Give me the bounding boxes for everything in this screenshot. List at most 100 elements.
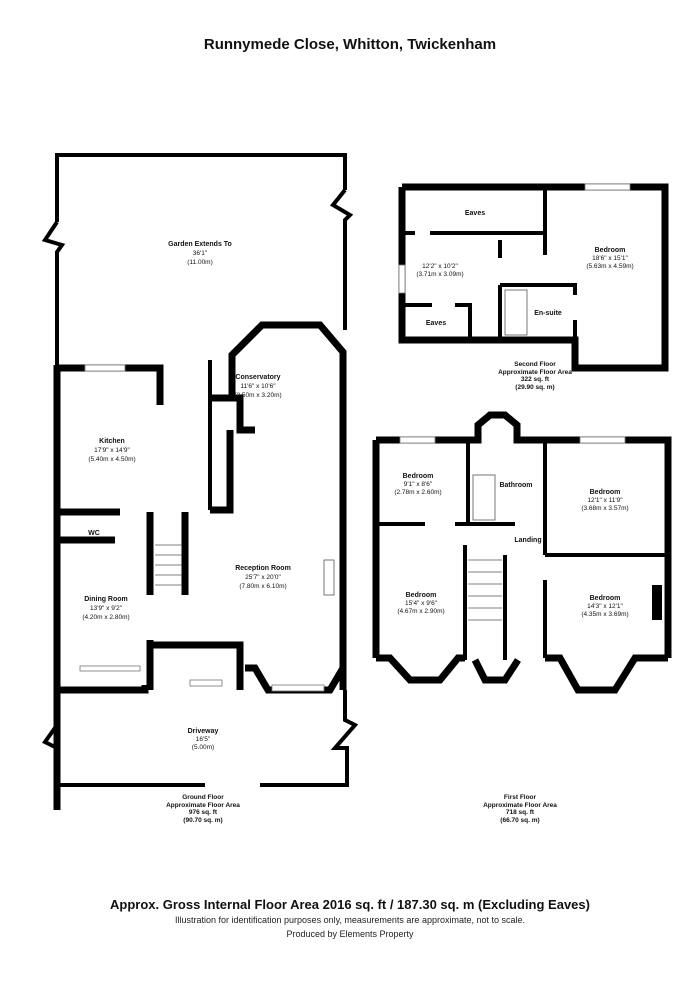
svg-text:718 sq. ft: 718 sq. ft (506, 809, 535, 816)
svg-text:(4.67m x 2.90m): (4.67m x 2.90m) (397, 608, 444, 615)
svg-text:Reception Room: Reception Room (235, 565, 291, 572)
window (189, 679, 223, 687)
svg-text:(3.50m x 3.20m): (3.50m x 3.20m) (234, 392, 281, 399)
reception-room-label: Reception Room 25'7" x 20'0" (7.80m x 6.… (235, 565, 291, 590)
garden-zigzag (329, 188, 354, 330)
driveway-boundary (55, 690, 205, 787)
svg-text:12'2" x 10'2": 12'2" x 10'2" (422, 263, 458, 270)
bay-window (376, 654, 465, 684)
wall (57, 685, 149, 694)
svg-text:Dining Room: Dining Room (84, 596, 128, 603)
staircase (155, 544, 182, 586)
window (79, 665, 141, 672)
porch-wall (150, 641, 244, 690)
window (84, 364, 126, 372)
eaves-label: Eaves (465, 210, 485, 217)
first-floor-plan (372, 411, 672, 694)
svg-text:15'4" x 9'6": 15'4" x 9'6" (405, 600, 438, 607)
bay-window (245, 664, 347, 694)
bay-window (471, 658, 521, 684)
bath (472, 474, 496, 521)
svg-text:(3.68m x 3.57m): (3.68m x 3.57m) (581, 505, 628, 512)
first-floor-caption: First Floor Approximate Floor Area 718 s… (483, 794, 557, 824)
svg-text:(3.71m x 3.09m): (3.71m x 3.09m) (416, 271, 463, 278)
wall (210, 394, 255, 434)
garden-boundary (55, 153, 347, 222)
window (584, 183, 631, 191)
svg-text:(66.70 sq. m): (66.70 sq. m) (500, 817, 539, 824)
second-floor-caption: Second Floor Approximate Floor Area 322 … (498, 361, 572, 391)
bedroom-label: Bedroom 9'1" x 8'6" (2.78m x 2.60m) (394, 473, 441, 496)
bedroom-label: Bedroom 12'1" x 11'9" (3.68m x 3.57m) (581, 489, 628, 512)
second-floor-plan (398, 183, 669, 372)
eaves-label: Eaves (426, 320, 446, 327)
svg-text:9'1" x 8'6": 9'1" x 8'6" (404, 481, 433, 488)
window (579, 436, 626, 444)
dining-room-label: Dining Room 13'9" x 9'2" (4.20m x 2.80m) (82, 596, 129, 621)
svg-text:Bedroom: Bedroom (595, 247, 626, 254)
svg-text:(11.00m): (11.00m) (187, 259, 213, 266)
svg-text:36'1": 36'1" (193, 250, 208, 257)
bath (504, 289, 528, 336)
svg-text:Kitchen: Kitchen (99, 438, 125, 445)
svg-text:Approximate Floor Area: Approximate Floor Area (483, 802, 557, 809)
staircase (468, 559, 502, 621)
bay-window (545, 654, 668, 694)
svg-text:976 sq. ft: 976 sq. ft (189, 809, 218, 816)
total-floor-area: Approx. Gross Internal Floor Area 2016 s… (110, 897, 590, 912)
wall (57, 364, 164, 405)
svg-text:(5.63m x 4.59m): (5.63m x 4.59m) (586, 263, 633, 270)
svg-text:(4.35m x 3.69m): (4.35m x 3.69m) (581, 611, 628, 618)
ground-floor-plan (41, 153, 359, 810)
bedroom-label: Bedroom 14'3" x 12'1" (4.35m x 3.69m) (581, 595, 628, 618)
wall (430, 187, 547, 235)
svg-text:13'9" x 9'2": 13'9" x 9'2" (90, 605, 123, 612)
svg-text:17'9" x 14'9": 17'9" x 14'9" (94, 447, 130, 454)
svg-text:Conservatory: Conservatory (235, 374, 280, 381)
en-suite-label: En-suite (534, 310, 562, 317)
driveway-boundary (260, 690, 359, 787)
garden-zigzag-left (41, 220, 66, 365)
svg-text:11'6" x 10'6": 11'6" x 10'6" (240, 383, 276, 390)
wall (500, 283, 577, 295)
svg-text:Approximate Floor Area: Approximate Floor Area (166, 802, 240, 809)
outer-wall (398, 183, 669, 372)
fireplace (323, 559, 335, 596)
svg-text:Bedroom: Bedroom (590, 489, 621, 496)
bedroom-label: Bedroom 18'6" x 15'1" (5.63m x 4.59m) (586, 247, 633, 270)
chimney-breast (652, 585, 662, 620)
conservatory-label: Conservatory 11'6" x 10'6" (3.50m x 3.20… (234, 374, 281, 399)
driveway-zigzag (42, 723, 59, 750)
window (271, 684, 325, 692)
svg-text:(2.78m x 2.60m): (2.78m x 2.60m) (394, 489, 441, 496)
svg-text:Bedroom: Bedroom (406, 592, 437, 599)
bathroom-label: Bathroom (499, 482, 532, 489)
svg-text:Garden Extends To: Garden Extends To (168, 241, 232, 248)
svg-text:Bedroom: Bedroom (590, 595, 621, 602)
wc-label: WC (88, 530, 100, 537)
window (398, 264, 406, 294)
svg-text:25'7" x 20'0": 25'7" x 20'0" (245, 574, 281, 581)
svg-text:Ground Floor: Ground Floor (182, 794, 224, 801)
page-title: Runnymede Close, Whitton, Twickenham (203, 36, 497, 53)
svg-text:(4.20m x 2.80m): (4.20m x 2.80m) (82, 614, 129, 621)
svg-text:12'1" x 11'9": 12'1" x 11'9" (587, 497, 623, 504)
bedroom-label: Bedroom 15'4" x 9'6" (4.67m x 2.90m) (397, 592, 444, 615)
svg-text:Approximate Floor Area: Approximate Floor Area (498, 369, 572, 376)
svg-text:(5.40m x 4.50m): (5.40m x 4.50m) (88, 456, 135, 463)
wall (210, 430, 234, 514)
svg-text:14'3" x 12'1": 14'3" x 12'1" (587, 603, 623, 610)
landing-room-label: 12'2" x 10'2" (3.71m x 3.09m) (416, 263, 463, 278)
svg-text:Driveway: Driveway (188, 728, 219, 735)
conservatory-wall (228, 321, 347, 690)
ground-floor-caption: Ground Floor Approximate Floor Area 976 … (166, 794, 240, 824)
svg-text:(90.70 sq. m): (90.70 sq. m) (183, 817, 222, 824)
landing-label: Landing (514, 537, 541, 544)
wall (455, 303, 472, 340)
credit: Produced by Elements Property (286, 929, 414, 939)
svg-text:(29.90 sq. m): (29.90 sq. m) (515, 384, 554, 391)
kitchen-label: Kitchen 17'9" x 14'9" (5.40m x 4.50m) (88, 438, 135, 463)
window (399, 436, 436, 444)
driveway-label: Driveway 16'5" (5.00m) (188, 728, 219, 751)
